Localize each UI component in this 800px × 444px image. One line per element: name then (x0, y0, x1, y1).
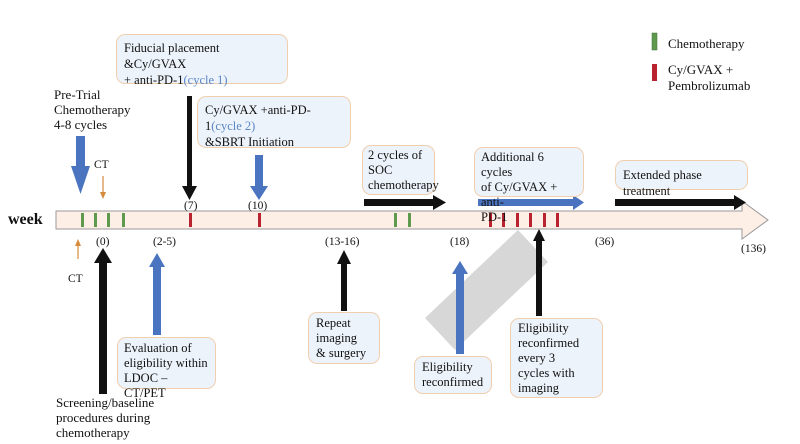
timeline-arrow (55, 200, 769, 240)
chemotherapy-markers (81, 213, 411, 227)
cygvax-marker (258, 213, 261, 227)
cycle2-arrow (250, 155, 268, 200)
week-label-0: (0) (96, 236, 110, 248)
legend-chemo-label: Chemotherapy (668, 36, 745, 51)
cygvax-marker (489, 213, 492, 227)
chemo-marker (94, 213, 97, 227)
cygvax-markers (189, 213, 559, 227)
cygvax-marker (502, 213, 505, 227)
evaluation-box: Evaluation of eligibility within LDOC – … (117, 337, 216, 400)
chemo-marker (107, 213, 110, 227)
legend-cygvax-label: Cy/GVAX + Pembrolizumab (668, 62, 751, 93)
soc-box: 2 cycles of SOC chemotherapy (362, 145, 439, 195)
chemo-marker (122, 213, 125, 227)
elig36-arrow (533, 229, 545, 316)
elig18-box: Eligibility reconfirmed (414, 356, 492, 394)
fiducial-arrow (182, 96, 197, 200)
chemo-marker (81, 213, 84, 227)
elig18-arrow (452, 261, 468, 354)
evaluation-arrow (149, 253, 165, 335)
cygvax-marker (556, 213, 559, 227)
timeline-week-label: week (8, 211, 43, 228)
fiducial-box: Fiducial placement &Cy/GVAX + anti-PD-1(… (116, 34, 288, 87)
soc-arrow (364, 195, 446, 210)
cygvax-marker (189, 213, 192, 227)
repeat-box: Repeat imaging & surgery (308, 312, 380, 364)
week-label-7: (7) (184, 200, 198, 212)
week-label-136: (136) (741, 243, 766, 255)
cygvax-marker (529, 213, 532, 227)
week-label-2-5: (2-5) (153, 236, 176, 248)
elig36-box: Eligibility reconfirmed every 3 cycles w… (510, 318, 603, 398)
pretrial-label: Pre-Trial Chemotherapy 4-8 cycles (54, 87, 131, 132)
pretrial-arrow (71, 136, 90, 194)
ct-label-bottom: CT (68, 273, 83, 285)
extended-box: Extended phase treatment (615, 160, 748, 198)
cygvax-marker (543, 213, 546, 227)
ct-arrows (75, 176, 106, 259)
ct-label-top: CT (94, 159, 109, 171)
additional-box: Additional 6 cycles of Cy/GVAX + anti- P… (474, 147, 584, 224)
legend-chemo-swatch (651, 32, 658, 51)
chemo-marker (408, 213, 411, 227)
screening-arrow (94, 248, 112, 394)
grey-diagonal-band (425, 230, 548, 350)
chemo-marker (394, 213, 397, 227)
legend-cygvax-swatch (652, 64, 657, 81)
repeat-arrow (337, 250, 351, 311)
screening-label: Screening/baseline procedures during che… (56, 395, 155, 440)
extended-arrow (615, 195, 746, 210)
week-label-36: (36) (595, 236, 615, 248)
week-label-10: (10) (248, 200, 268, 212)
week-label-18: (18) (450, 236, 470, 248)
week-label-13-16: (13-16) (325, 236, 360, 248)
additional-arrow (478, 195, 584, 210)
cycle2-box: Cy/GVAX +anti-PD-1(cycle 2) &SBRT Initia… (197, 96, 351, 149)
cygvax-marker (516, 213, 519, 227)
